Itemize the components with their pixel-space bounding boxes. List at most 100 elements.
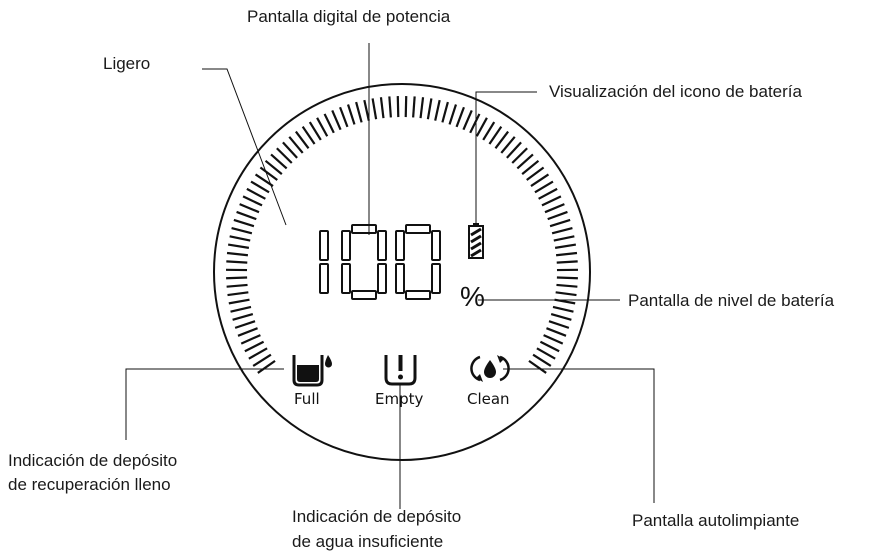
arc-tick <box>555 251 578 257</box>
arc-tick <box>229 235 251 242</box>
arc-tick <box>556 283 578 288</box>
arc-tick <box>396 96 400 118</box>
arc-tick <box>282 141 298 159</box>
arc-tick <box>434 99 441 121</box>
arc-tick <box>538 187 558 200</box>
water-empty-icon <box>384 355 417 386</box>
arc-tick <box>419 97 425 119</box>
battery-icon <box>468 223 484 259</box>
arc-tick <box>252 353 272 367</box>
arc-tick <box>323 113 335 134</box>
arc-tick <box>257 359 276 374</box>
arc-tick <box>475 117 488 137</box>
arc-tick <box>301 126 316 145</box>
arc-tick <box>516 153 534 170</box>
digit-0 <box>341 224 387 300</box>
arc-tick <box>511 147 528 164</box>
arc-tick <box>482 121 496 141</box>
arc-tick <box>226 276 248 280</box>
arc-tick <box>227 243 250 249</box>
arc-tick <box>242 195 263 207</box>
arc-tick <box>226 251 249 257</box>
arc-tick <box>530 173 550 187</box>
battery-icon-callout: Visualización del icono de batería <box>549 82 803 101</box>
arc-tick <box>388 96 392 118</box>
arc-tick <box>469 113 481 134</box>
arc-tick <box>550 313 572 321</box>
arc-tick <box>534 180 554 194</box>
arc-tick <box>308 121 322 141</box>
full-label: Full <box>294 390 320 408</box>
arc-tick <box>532 353 552 367</box>
water-low-callout-line2: de agua insuficiente <box>292 532 443 551</box>
arc-tick <box>539 340 560 353</box>
arc-tick <box>240 334 261 345</box>
arc-tick <box>246 187 266 200</box>
water-low-callout-line1: Indicación de depósito <box>292 507 461 526</box>
arc-tick <box>552 305 574 313</box>
arc-tick <box>228 298 250 305</box>
recovery-full-leader <box>125 368 284 440</box>
arc-tick <box>244 340 265 353</box>
arc-tick <box>536 347 556 360</box>
power-arc-ticks <box>225 96 579 374</box>
arc-tick <box>226 260 248 264</box>
power-display-callout: Pantalla digital de potencia <box>247 7 451 26</box>
digit-1 <box>319 230 329 294</box>
digit-0 <box>395 224 441 300</box>
self-clean-callout: Pantalla autolimpiante <box>632 511 799 530</box>
arc-tick <box>288 136 304 154</box>
arc-tick <box>448 104 458 125</box>
arc-tick <box>404 96 408 118</box>
arc-tick <box>554 243 577 249</box>
arc-tick <box>237 327 258 337</box>
arc-tick <box>270 153 288 170</box>
arc-tick <box>547 210 568 221</box>
arc-tick <box>528 359 547 374</box>
arc-tick <box>231 227 253 235</box>
arc-tick <box>233 218 255 228</box>
arc-tick <box>500 136 516 154</box>
arc-tick <box>226 283 248 288</box>
arc-tick <box>371 98 378 120</box>
arc-tick <box>331 109 342 131</box>
battery-icon-leader <box>475 91 537 223</box>
light-callout: Ligero <box>103 54 150 73</box>
arc-tick <box>294 130 310 150</box>
tank-full-icon <box>292 355 332 387</box>
battery-level-callout: Pantalla de nivel de batería <box>628 291 835 310</box>
arc-tick <box>230 305 252 313</box>
arc-tick <box>259 166 278 181</box>
arc-tick <box>346 104 356 125</box>
recovery-full-callout-line2: de recuperación lleno <box>8 475 171 494</box>
arc-tick <box>549 218 571 228</box>
arc-tick <box>412 96 416 118</box>
arc-tick <box>546 327 567 337</box>
arc-tick <box>551 227 573 235</box>
recovery-full-callout-line1: Indicación de depósito <box>8 451 177 470</box>
arc-tick <box>236 210 257 221</box>
arc-tick <box>426 98 433 120</box>
arc-tick <box>506 141 522 159</box>
arc-tick <box>556 276 578 280</box>
arc-tick <box>227 291 249 297</box>
arc-tick <box>553 235 575 242</box>
self-clean-leader <box>503 368 655 503</box>
display-outer-ring <box>213 83 591 461</box>
arc-tick <box>494 130 510 150</box>
arc-tick <box>441 101 449 123</box>
power-digits <box>319 224 441 300</box>
arc-tick <box>488 126 503 145</box>
empty-label: Empty <box>375 390 423 408</box>
arc-tick <box>232 313 254 321</box>
arc-tick <box>316 117 329 137</box>
arc-tick <box>379 97 385 119</box>
arc-tick <box>526 166 545 181</box>
arc-tick <box>363 99 370 121</box>
arc-tick <box>543 334 564 345</box>
light-leader <box>202 68 287 226</box>
arc-tick <box>521 159 540 175</box>
arc-tick <box>544 203 565 214</box>
percent-sign: % <box>460 281 485 312</box>
